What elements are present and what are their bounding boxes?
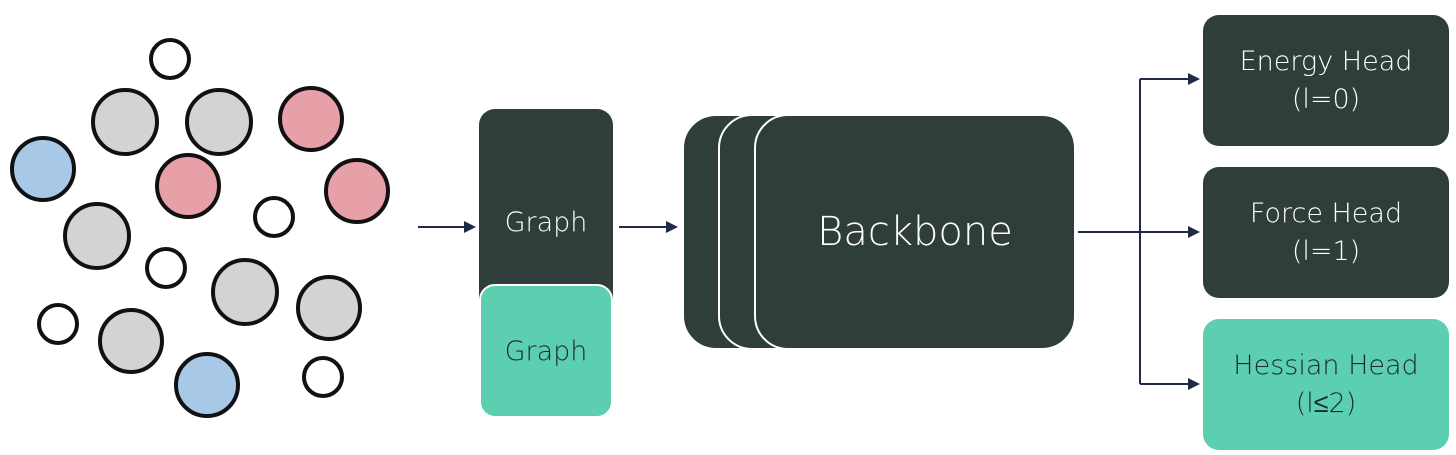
backbone-layer-front: Backbone <box>754 114 1076 350</box>
force-head-name: Force Head <box>1249 197 1403 229</box>
atom-gray <box>63 202 131 270</box>
atom-pink <box>324 158 390 224</box>
energy-head-name: Energy Head <box>1239 45 1413 77</box>
force-head-order: (l=1) <box>1291 235 1361 267</box>
atom-blue <box>174 352 240 418</box>
atom-gray <box>98 308 164 374</box>
atom-white <box>149 38 191 80</box>
atom-gray <box>296 275 362 341</box>
atom-white <box>145 247 187 289</box>
hessian-head-order: (l≤2) <box>1295 387 1357 419</box>
atom-gray <box>211 258 279 326</box>
atom-pink <box>155 153 221 219</box>
atom-white <box>37 303 79 345</box>
energy-head-box: Energy Head (l=0) <box>1203 15 1449 146</box>
atom-white <box>302 356 344 398</box>
graph-box-top-label: Graph <box>504 207 588 238</box>
hessian-head-box: Hessian Head (l≤2) <box>1203 319 1449 450</box>
graph-box-bottom-label: Graph <box>504 335 588 367</box>
atom-white <box>253 196 295 238</box>
energy-head-order: (l=0) <box>1291 83 1361 115</box>
force-head-box: Force Head (l=1) <box>1203 167 1449 298</box>
backbone-label: Backbone <box>817 209 1013 255</box>
atom-cloud <box>10 38 390 418</box>
atom-gray <box>91 88 159 156</box>
graph-box-bottom: Graph <box>479 284 613 418</box>
atom-gray <box>185 88 253 156</box>
atom-pink <box>278 86 344 152</box>
atom-blue <box>10 136 76 202</box>
hessian-head-name: Hessian Head <box>1233 349 1419 381</box>
